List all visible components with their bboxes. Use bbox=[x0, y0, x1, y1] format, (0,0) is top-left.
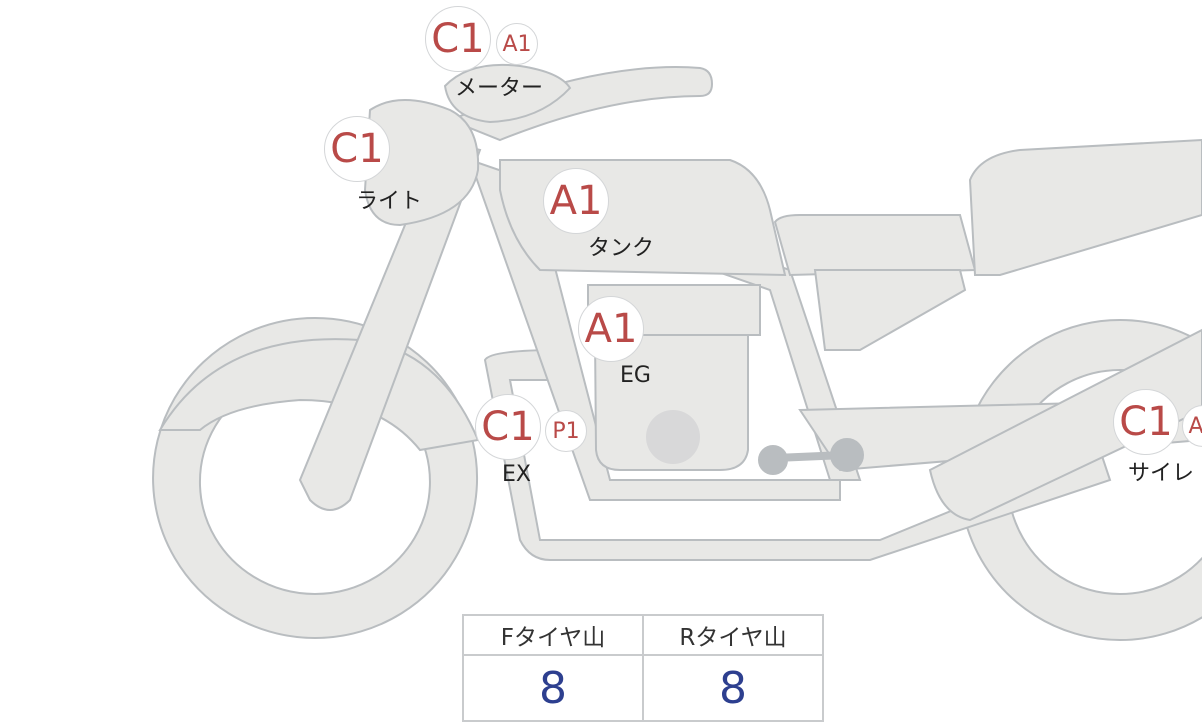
front-tire-header: Fタイヤ山 bbox=[462, 614, 644, 656]
meter-code-a1: A1 bbox=[496, 23, 538, 65]
seat-front bbox=[773, 214, 977, 277]
engine-label: EG bbox=[620, 363, 651, 388]
tire-tread-table: Fタイヤ山 Rタイヤ山 8 8 bbox=[462, 614, 824, 722]
tank-label: タンク bbox=[588, 236, 655, 261]
meter-code-c1: C1 bbox=[425, 6, 491, 72]
seat-rear bbox=[968, 138, 1202, 276]
handlebar bbox=[447, 66, 714, 142]
fork bbox=[298, 138, 482, 511]
light-code-c1: C1 bbox=[324, 116, 390, 182]
footpeg-icon bbox=[758, 438, 864, 475]
side-cover bbox=[813, 269, 967, 351]
headlight bbox=[363, 99, 480, 227]
light-label: ライト bbox=[356, 189, 423, 214]
silencer-code-a1: A1 bbox=[1182, 405, 1202, 447]
engine-cover-icon bbox=[646, 410, 700, 464]
exhaust-label: EX bbox=[502, 462, 531, 487]
rear-tire-header: Rタイヤ山 bbox=[642, 614, 824, 656]
meter-body bbox=[443, 63, 572, 124]
engine bbox=[593, 334, 749, 471]
meter-label: メーター bbox=[455, 76, 544, 101]
silencer-label: サイレ bbox=[1128, 461, 1195, 486]
silencer-code-c1: C1 bbox=[1113, 389, 1179, 455]
tank-code-a1: A1 bbox=[543, 168, 609, 234]
rear-tire-value: 8 bbox=[642, 654, 824, 722]
front-tire-value: 8 bbox=[462, 654, 644, 722]
exhaust-code-c1: C1 bbox=[475, 394, 541, 460]
exhaust-code-p1: P1 bbox=[545, 410, 587, 452]
engine-code-a1: A1 bbox=[578, 296, 644, 362]
